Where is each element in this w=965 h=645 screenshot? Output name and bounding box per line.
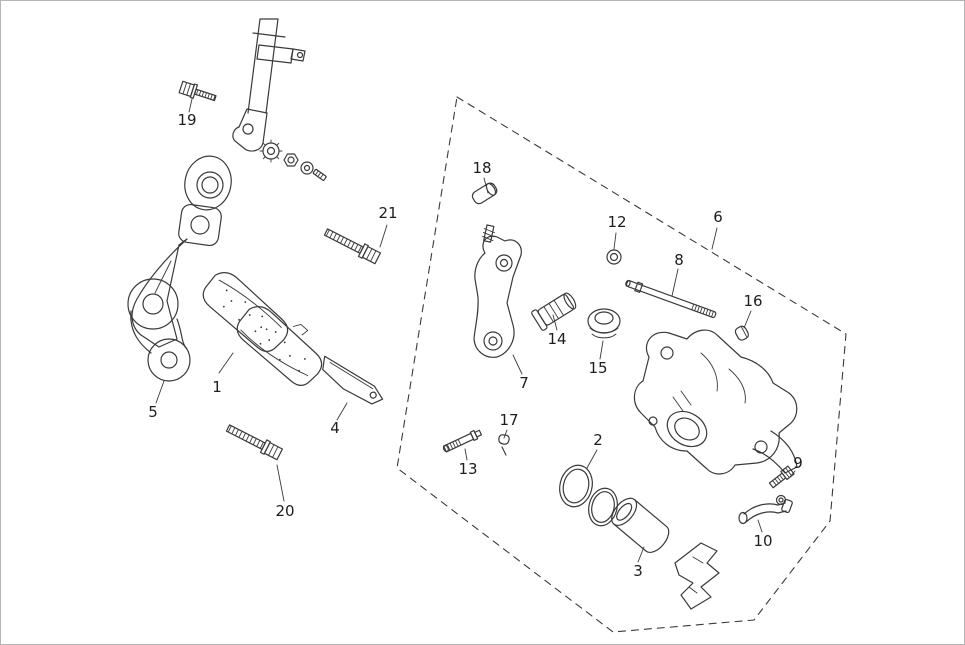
part-6-caliper-body <box>633 329 798 475</box>
part-label-6: 6 <box>713 208 723 226</box>
part-label-4: 4 <box>330 419 340 437</box>
part-21-bolt <box>323 228 382 265</box>
part-4-pad-shim <box>322 355 384 405</box>
part-8-slide-pin <box>625 279 717 319</box>
dashed-boundary <box>396 96 847 633</box>
part-3-piston <box>611 497 670 553</box>
part-labels: 1 2 3 4 5 6 7 8 9 10 12 13 14 15 16 17 1… <box>148 111 803 580</box>
part-20-bolt <box>225 424 284 461</box>
part-15-boot <box>587 308 621 339</box>
part-2-seals <box>559 464 618 527</box>
part-label-2: 2 <box>593 431 603 449</box>
part-label-5: 5 <box>148 403 158 421</box>
part-12-oring <box>606 249 622 265</box>
part-label-19: 19 <box>177 111 196 129</box>
part-label-20: 20 <box>275 502 294 520</box>
part-label-21: 21 <box>378 204 397 222</box>
part-label-16: 16 <box>743 292 762 310</box>
part-label-7: 7 <box>519 374 529 392</box>
part-label-17: 17 <box>499 411 518 429</box>
pad-spring-clip <box>674 542 720 610</box>
part-14-bushing <box>531 292 577 331</box>
part-label-18: 18 <box>472 159 491 177</box>
part-label-10: 10 <box>753 532 772 550</box>
part-label-14: 14 <box>547 330 566 348</box>
part-label-8: 8 <box>674 251 684 269</box>
part-16-cap <box>734 325 750 341</box>
part-13-pad-pin <box>442 429 483 453</box>
part-17-clip <box>498 434 510 456</box>
brake-hose-assembly <box>232 18 327 181</box>
part-label-9: 9 <box>793 454 803 472</box>
part-10-pipe <box>738 498 793 525</box>
leader-lines <box>155 98 796 563</box>
part-label-3: 3 <box>633 562 643 580</box>
part-18-collar <box>471 182 498 205</box>
part-label-15: 15 <box>588 359 607 377</box>
part-19-bolt <box>178 80 217 102</box>
part-label-12: 12 <box>607 213 626 231</box>
part-5-bracket <box>127 155 232 382</box>
part-label-1: 1 <box>212 378 222 396</box>
part-9-bleeder-bolt <box>768 465 795 506</box>
part-1-brake-pads <box>202 271 323 387</box>
part-label-13: 13 <box>458 460 477 478</box>
part-7-caliper-bracket <box>473 224 522 358</box>
